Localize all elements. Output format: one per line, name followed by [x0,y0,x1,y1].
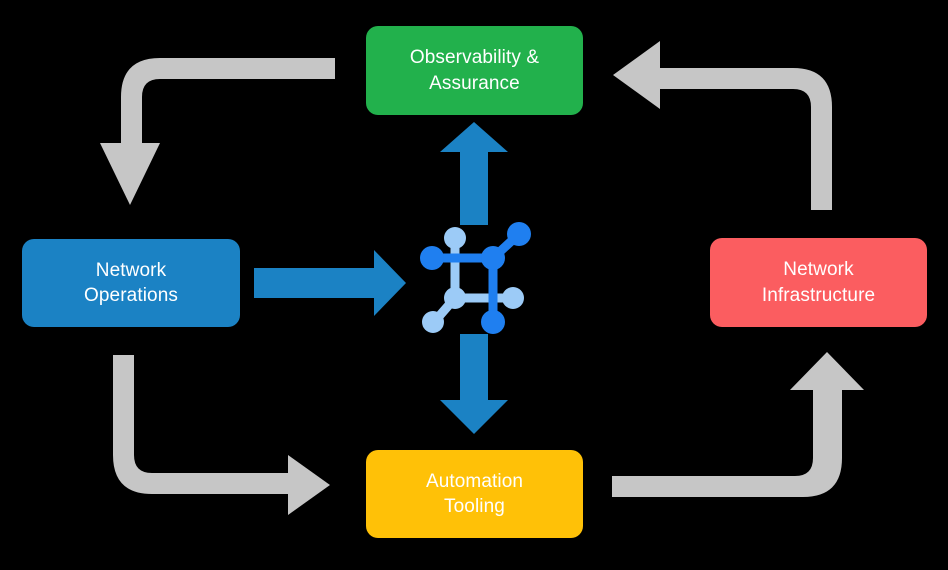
network-topology-icon [418,218,538,338]
arrow-center-to-automation [440,334,508,434]
arrow-automation-to-infrastructure [612,352,864,497]
arrow-center-to-observability [440,122,508,225]
node-network-operations[interactable]: Network Operations [22,239,240,327]
icon-nodes-secondary [422,227,524,333]
node-observability-assurance[interactable]: Observability & Assurance [366,26,583,115]
arrow-operations-to-center [254,250,406,316]
icon-nodes-primary [420,222,531,334]
network-topology-icon-svg [420,222,531,334]
arrow-infrastructure-to-observability [613,41,832,210]
node-network-infrastructure[interactable]: Network Infrastructure [710,238,927,327]
node-automation-tooling[interactable]: Automation Tooling [366,450,583,538]
arrow-operations-to-automation [113,355,330,515]
arrow-observability-to-operations [100,58,335,205]
